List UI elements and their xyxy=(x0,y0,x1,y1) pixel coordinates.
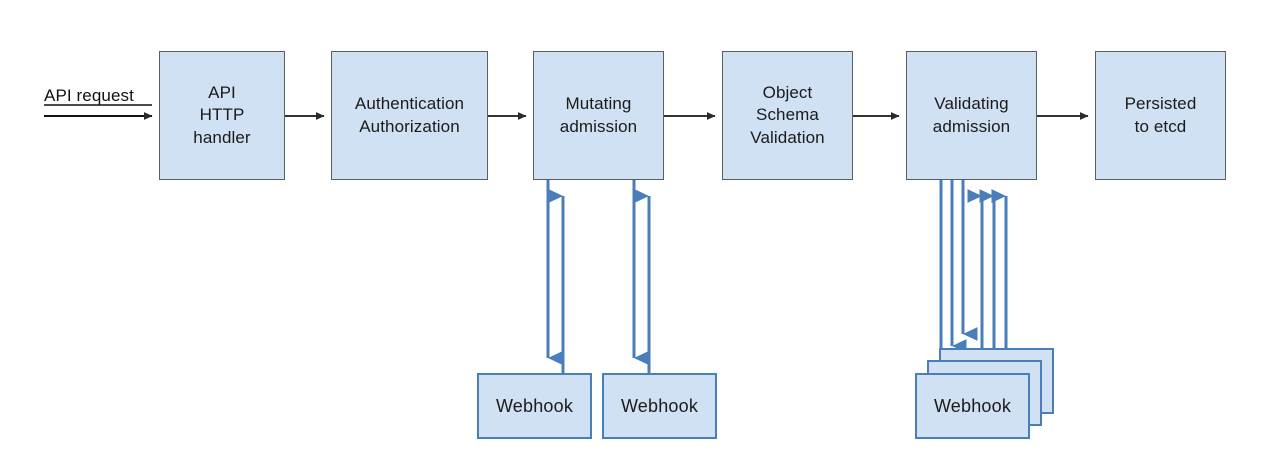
mutating-webhook-2[interactable]: Webhook xyxy=(602,373,717,439)
stage-authentication-authorization[interactable]: Authentication Authorization xyxy=(331,51,488,180)
mutating-webhook-1[interactable]: Webhook xyxy=(477,373,592,439)
stage-persisted-to-etcd[interactable]: Persisted to etcd xyxy=(1095,51,1226,180)
stage-object-schema-validation[interactable]: Object Schema Validation xyxy=(722,51,853,180)
api-request-arrow xyxy=(44,104,153,120)
stage-validating-admission[interactable]: Validating admission xyxy=(906,51,1037,180)
api-request-label: API request xyxy=(44,86,134,105)
stage-mutating-admission[interactable]: Mutating admission xyxy=(533,51,664,180)
stage-api-http-handler[interactable]: API HTTP handler xyxy=(159,51,285,180)
validating-webhook-1[interactable]: Webhook xyxy=(915,373,1030,439)
